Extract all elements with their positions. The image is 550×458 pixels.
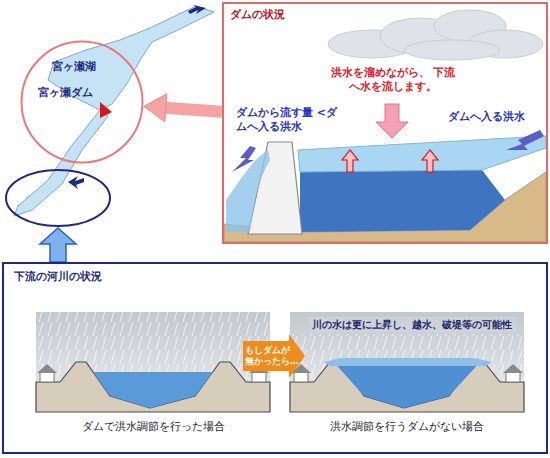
house-wall xyxy=(40,372,54,382)
section-with-dam xyxy=(36,312,270,412)
arrow-text: もしダムが 無かったら… xyxy=(245,345,299,367)
outflow-arrow xyxy=(232,146,256,172)
reservoir-water xyxy=(300,170,505,232)
house-roof xyxy=(37,364,57,373)
house-roof xyxy=(503,364,523,373)
inflow-arrow xyxy=(188,5,206,14)
sky xyxy=(36,312,270,412)
dam-symbol xyxy=(100,102,112,118)
dam-name: 宮ヶ瀬ダム xyxy=(38,86,93,100)
house-wall xyxy=(294,372,308,382)
inflow-arrow xyxy=(506,130,544,150)
panel-title: 下流の河川の状況 xyxy=(14,270,102,284)
lake-name: 宮ヶ瀬湖 xyxy=(52,60,96,74)
house xyxy=(503,364,523,382)
circle-outline xyxy=(20,40,144,164)
rise-arrow xyxy=(422,150,438,172)
dam-note: 洪水を溜めながら、 下流へ水を流します。 xyxy=(326,66,460,95)
house xyxy=(37,364,57,382)
inflow-note: ダムへ入る洪水 xyxy=(448,110,544,124)
arrow-shaft xyxy=(165,108,222,112)
block-arrow xyxy=(144,94,222,122)
what-if-arrow: もしダムが 無かったら… xyxy=(243,334,305,378)
arrow-head xyxy=(144,94,167,122)
down-arrow xyxy=(376,104,408,138)
downstream-ellipse xyxy=(6,170,110,226)
flood-water xyxy=(298,136,546,172)
arrow-shape xyxy=(243,334,305,378)
panel-title: ダムの状況 xyxy=(230,8,285,22)
flood-note: 川の水は更に上昇し、越水、破堤等の可能性 xyxy=(294,318,530,331)
cloud xyxy=(404,40,500,60)
house-wall xyxy=(506,372,520,382)
circle-ring xyxy=(22,42,143,163)
section-caption: 洪水調節を行うダムがない場合 xyxy=(284,420,530,434)
overflow-water xyxy=(324,358,492,366)
outflow-note: ダムから流す量 <ダムへ入る洪水 xyxy=(236,106,340,135)
clouds xyxy=(328,10,543,60)
rise-arrow xyxy=(342,150,358,172)
flow-arrow xyxy=(68,176,84,189)
section-caption: ダムで洪水調節を行った場合 xyxy=(30,420,276,434)
flood-water xyxy=(332,360,482,408)
blue-up-arrow xyxy=(40,228,76,262)
house-wall xyxy=(252,372,266,382)
downstream-river xyxy=(14,110,108,216)
lake-circle: 宮ヶ瀬湖宮ヶ瀬ダム xyxy=(20,40,144,164)
river-water-front xyxy=(93,372,213,408)
river-bank xyxy=(36,362,270,412)
